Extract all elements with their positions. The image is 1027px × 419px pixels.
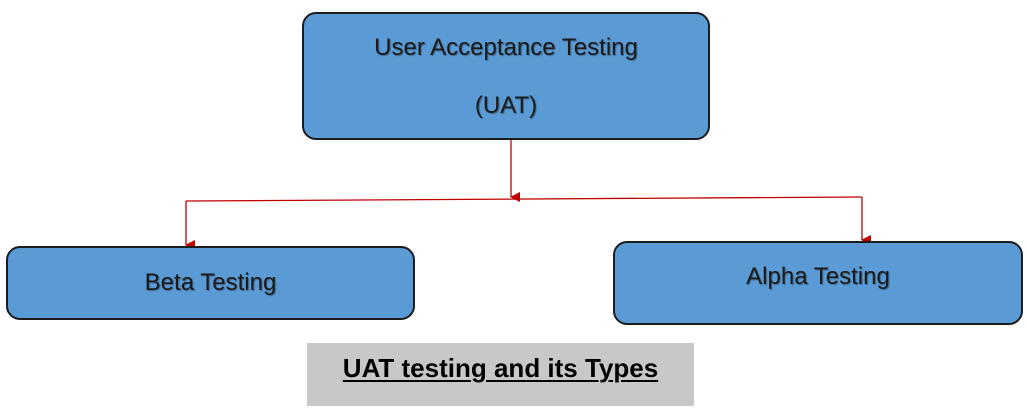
child-node-alpha-testing: Alpha Testing [613, 241, 1023, 325]
horizontal-connector [185, 196, 863, 202]
caption-text: UAT testing and its Types [342, 353, 659, 383]
beta-testing-label: Beta Testing [144, 269, 277, 296]
child-node-beta-testing: Beta Testing [6, 246, 415, 320]
alpha-testing-label: Alpha Testing [746, 263, 890, 290]
diagram-caption: UAT testing and its Types [307, 343, 694, 406]
root-node-abbreviation: (UAT) [474, 92, 538, 119]
root-node-uat: User Acceptance Testing (UAT) [302, 12, 710, 140]
root-node-title: User Acceptance Testing [374, 34, 638, 61]
